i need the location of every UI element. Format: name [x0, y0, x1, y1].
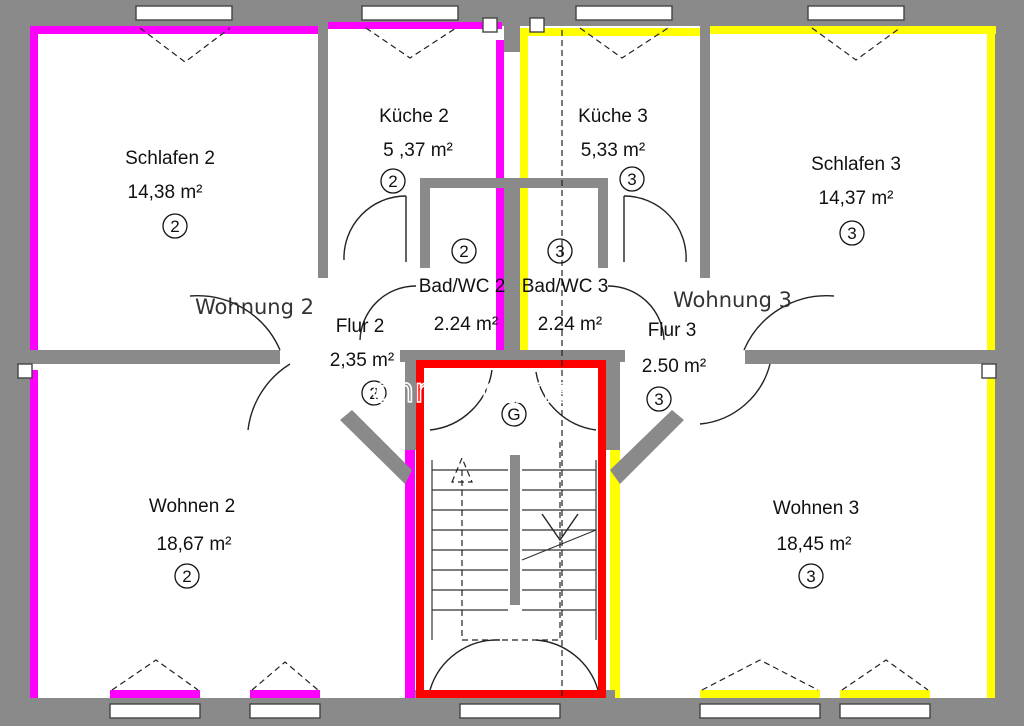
staircase [431, 460, 597, 640]
svg-text:Küche 2: Küche 2 [379, 106, 449, 127]
room-kueche-2: Küche 2 5 ,37 m² 2 [379, 106, 453, 194]
window-swing-marks [111, 27, 929, 691]
outer-wall-left [0, 0, 30, 726]
svg-text:G: G [507, 405, 520, 424]
apartment-2-outline [30, 22, 504, 698]
outer-wall-right [995, 0, 1024, 726]
svg-text:3: 3 [627, 170, 636, 189]
svg-text:3: 3 [555, 242, 564, 261]
room-flur-2: Flur 2 2,35 m² 2 [330, 316, 394, 406]
wall-niches [17, 363, 997, 379]
svg-text:14,37 m²: 14,37 m² [819, 188, 894, 209]
watermark: ohne-makler [372, 371, 587, 411]
svg-text:2: 2 [388, 172, 397, 191]
diagonal-wall-left [340, 410, 412, 484]
svg-text:2: 2 [182, 567, 191, 586]
svg-text:18,45 m²: 18,45 m² [777, 534, 852, 555]
svg-text:Wohnen 3: Wohnen 3 [773, 498, 859, 519]
svg-text:2.24 m²: 2.24 m² [434, 314, 498, 335]
room-bad-wc-3: 3 Bad/WC 3 2.24 m² [522, 238, 609, 335]
svg-text:2: 2 [459, 242, 468, 261]
windows-bottom [109, 703, 931, 719]
stairwell-marker: G [501, 401, 527, 427]
svg-text:3: 3 [847, 224, 856, 243]
svg-text:3: 3 [806, 567, 815, 586]
svg-text:Wohnen 2: Wohnen 2 [149, 496, 235, 517]
room-wohnen-3: Wohnen 3 18,45 m² 3 [773, 498, 859, 589]
svg-text:Schlafen 3: Schlafen 3 [811, 154, 901, 175]
svg-text:3: 3 [654, 390, 663, 409]
room-wohnen-2: Wohnen 2 18,67 m² 2 [149, 496, 235, 589]
svg-text:5 ,37 m²: 5 ,37 m² [383, 140, 453, 161]
svg-text:18,67 m²: 18,67 m² [157, 534, 232, 555]
svg-text:2.50 m²: 2.50 m² [642, 356, 706, 377]
room-schlafen-3: Schlafen 3 14,37 m² 3 [811, 154, 901, 246]
door-swings [189, 195, 835, 691]
svg-text:2.24 m²: 2.24 m² [538, 314, 602, 335]
apartment-label-3: Wohnung 3 [673, 288, 792, 312]
room-bad-wc-2: 2 Bad/WC 2 2.24 m² [419, 238, 506, 335]
apartment-label-2: Wohnung 2 [195, 295, 314, 319]
apartment-3-outline [520, 26, 996, 698]
svg-text:Küche 3: Küche 3 [578, 106, 648, 127]
svg-text:5,33 m²: 5,33 m² [581, 140, 645, 161]
diagonal-wall-right [610, 410, 684, 484]
stair-arrow-up-icon [451, 456, 473, 483]
svg-text:2: 2 [369, 384, 378, 403]
stairwell-outline [416, 360, 606, 698]
room-flur-3: Flur 3 2.50 m² 3 [642, 320, 706, 412]
room-schlafen-2: Schlafen 2 14,38 m² 2 [125, 148, 215, 239]
stair-direction-line [461, 440, 561, 641]
svg-text:Bad/WC 3: Bad/WC 3 [522, 276, 609, 297]
svg-text:2: 2 [170, 217, 179, 236]
stair-arrow-down-icon [541, 513, 579, 542]
windows-top [135, 5, 905, 33]
svg-text:2,35 m²: 2,35 m² [330, 350, 394, 371]
room-kueche-3: Küche 3 5,33 m² 3 [578, 106, 648, 192]
svg-text:Schlafen 2: Schlafen 2 [125, 148, 215, 169]
svg-text:Flur 3: Flur 3 [648, 320, 697, 341]
svg-text:Flur 2: Flur 2 [336, 316, 385, 337]
svg-text:14,38 m²: 14,38 m² [128, 182, 203, 203]
svg-text:Bad/WC 2: Bad/WC 2 [419, 276, 506, 297]
